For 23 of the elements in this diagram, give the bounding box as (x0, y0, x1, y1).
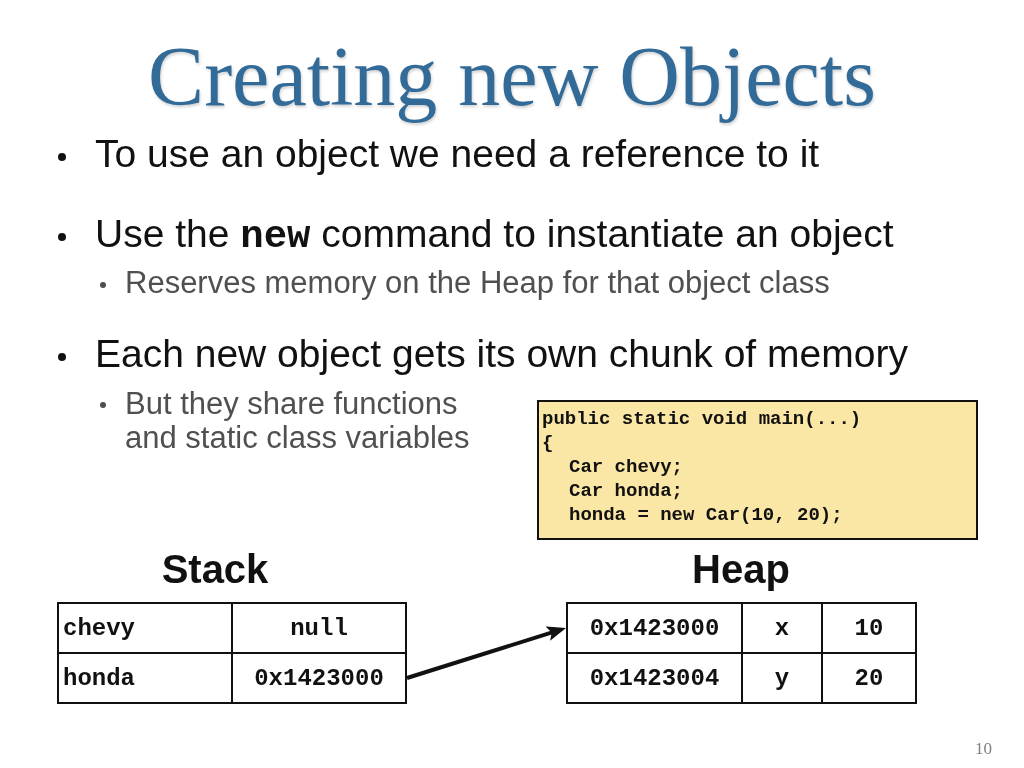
code-line: { (542, 431, 554, 455)
sub-bullet-text: But they share functions and static class variables (125, 387, 471, 456)
code-line: Car honda; (569, 479, 684, 503)
bullet-text: Each new object gets its own chunk of memory (95, 331, 908, 377)
field-value-cell: 10 (821, 602, 917, 654)
value-cell: 0x1423000 (231, 652, 407, 704)
field-value-cell: 20 (821, 652, 917, 704)
code-panel (537, 400, 978, 540)
address-cell: 0x1423004 (566, 652, 743, 704)
variable-name-cell: honda (57, 652, 233, 704)
address-cell: 0x1423000 (566, 602, 743, 654)
page-number: 10 (975, 740, 992, 757)
bullet-text: Use the new command to instantiate an object (95, 211, 894, 261)
code-line: Car chevy; (569, 455, 684, 479)
table-heading: Heap (692, 546, 790, 592)
table-heading: Stack (161, 546, 269, 592)
code-line: honda = new Car(10, 20); (569, 503, 843, 527)
variable-name-cell: chevy (57, 602, 233, 654)
value-cell: null (231, 602, 407, 654)
bullet-text: To use an object we need a reference to it (95, 131, 820, 177)
code-line: public static void main(...) (542, 407, 862, 431)
sub-bullet-text: Reserves memory on the Heap for that object class (125, 266, 830, 301)
arrow (406, 626, 566, 680)
